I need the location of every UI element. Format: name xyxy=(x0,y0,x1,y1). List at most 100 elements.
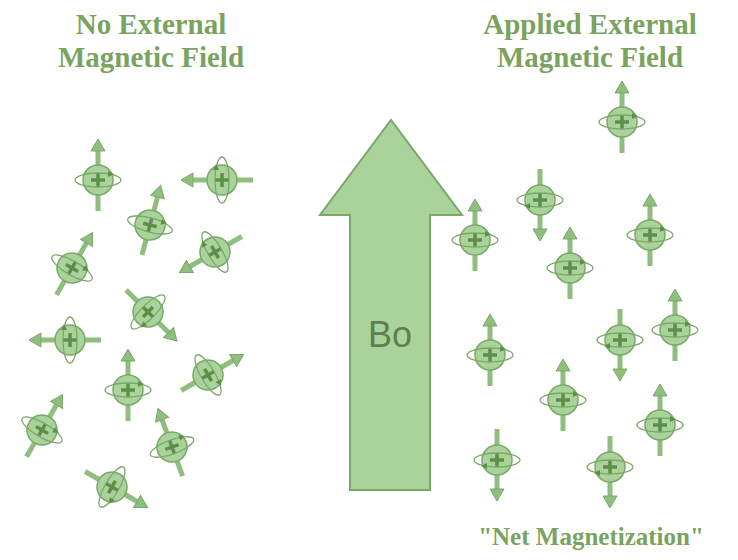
proton-spin xyxy=(170,335,255,411)
spin-orbit xyxy=(105,383,151,397)
heading: No External Magnetic Field xyxy=(20,8,282,75)
spin-arrowhead xyxy=(176,260,193,278)
proton xyxy=(555,253,585,283)
orbit-arrowhead xyxy=(685,321,691,327)
orbit-arrowhead xyxy=(573,391,579,397)
orbit-arrowhead xyxy=(108,171,114,177)
plus-sign xyxy=(533,193,547,207)
plus-sign xyxy=(668,323,682,337)
orbit-arrowhead xyxy=(52,427,60,435)
spin-arrowhead xyxy=(151,406,168,422)
proton-spin xyxy=(540,359,586,431)
proton xyxy=(475,340,505,370)
proton xyxy=(195,232,236,273)
plus-sign xyxy=(613,333,627,347)
plus-sign xyxy=(102,477,121,496)
plus-sign xyxy=(63,333,77,347)
plus-sign xyxy=(198,365,217,384)
spin-arrowhead xyxy=(151,184,168,199)
proton-spin xyxy=(587,436,633,508)
orbit-arrowhead xyxy=(199,240,207,248)
proton-spin xyxy=(37,221,113,306)
spin-orbit xyxy=(126,212,174,237)
spin-arrowhead xyxy=(483,314,497,326)
orbit-arrowhead xyxy=(500,346,506,352)
proton-spin xyxy=(136,401,204,484)
spin-arrowhead xyxy=(643,194,657,206)
proton xyxy=(113,375,143,405)
proton-spin xyxy=(74,452,159,528)
spin-arrowhead xyxy=(230,348,247,366)
orbit-arrowhead xyxy=(138,381,144,387)
spin-arrowhead xyxy=(468,199,482,211)
spin-arrowhead xyxy=(668,289,682,301)
spin-orbit xyxy=(517,193,563,207)
field-arrow xyxy=(320,120,462,490)
plus-sign xyxy=(603,460,617,474)
spin-arrowhead xyxy=(91,139,105,151)
spin-group xyxy=(7,81,698,527)
spin-orbit xyxy=(94,464,129,511)
orbit-arrowhead xyxy=(524,203,530,209)
plus-sign xyxy=(468,233,482,247)
spin-orbit xyxy=(148,433,196,462)
field-label-box: Bo xyxy=(364,313,416,357)
proton xyxy=(127,291,169,333)
plus-sign xyxy=(490,453,504,467)
plus-sign xyxy=(643,228,657,242)
proton xyxy=(92,467,133,508)
orbit-arrowhead xyxy=(604,343,610,349)
proton-spin xyxy=(452,199,498,271)
proton xyxy=(482,445,512,475)
orbit-arrowhead xyxy=(580,259,586,265)
plus-sign xyxy=(615,115,629,129)
orbit-arrowhead xyxy=(213,164,219,170)
proton-spin xyxy=(637,384,683,456)
spin-arrowhead xyxy=(563,227,577,239)
proton-spin xyxy=(105,349,151,421)
spin-orbit xyxy=(127,291,169,333)
proton xyxy=(635,220,665,250)
proton-spin xyxy=(168,217,253,293)
proton xyxy=(605,325,635,355)
spin-arrowhead xyxy=(29,333,41,347)
plus-sign xyxy=(91,173,105,187)
proton xyxy=(548,385,578,415)
proton-spin xyxy=(120,179,183,260)
proton-spin xyxy=(181,157,253,203)
plus-sign xyxy=(32,420,51,439)
orbit-arrowhead xyxy=(481,463,487,469)
spin-arrowhead xyxy=(653,384,667,396)
orbit-arrowhead xyxy=(107,497,115,505)
plus-sign xyxy=(121,383,135,397)
proton xyxy=(525,185,555,215)
orbit-arrowhead xyxy=(594,470,600,476)
spin-orbit xyxy=(197,229,232,276)
spin-orbit xyxy=(637,418,683,432)
plus-sign xyxy=(163,438,181,456)
spin-arrowhead xyxy=(134,495,151,513)
plus-sign xyxy=(215,173,229,187)
spin-orbit xyxy=(599,115,645,129)
spin-orbit xyxy=(627,228,673,242)
spin-arrowhead xyxy=(533,229,547,241)
field-symbol: Bo xyxy=(368,317,412,353)
spin-arrowhead xyxy=(50,391,68,408)
spin-arrowhead xyxy=(615,81,629,93)
spin-arrowhead xyxy=(490,489,504,501)
spin-arrowhead xyxy=(603,496,617,508)
spin-orbit xyxy=(547,261,593,275)
proton-spin xyxy=(29,317,101,363)
spin-arrowhead xyxy=(121,349,135,361)
spin-orbit xyxy=(540,393,586,407)
spin-orbit xyxy=(474,453,520,467)
orbit-arrowhead xyxy=(160,219,167,226)
plus-sign xyxy=(62,258,81,277)
proton-spin xyxy=(627,194,673,266)
orbit-arrowhead xyxy=(660,226,666,232)
proton xyxy=(52,248,93,289)
orbit-arrowhead xyxy=(178,433,186,441)
proton-spin xyxy=(652,289,698,361)
spin-arrowhead xyxy=(613,369,627,381)
